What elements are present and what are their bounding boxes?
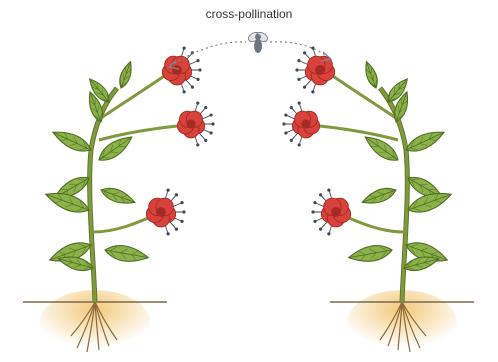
flower xyxy=(282,101,319,146)
leaf xyxy=(362,60,380,89)
branch xyxy=(99,125,187,140)
leaf xyxy=(347,243,393,265)
leaf xyxy=(360,184,398,208)
leaf xyxy=(99,184,137,208)
flower xyxy=(177,101,214,146)
pollination-path xyxy=(270,42,330,58)
leaf xyxy=(117,60,135,89)
leaf xyxy=(403,126,447,156)
flower xyxy=(311,189,350,236)
leaf xyxy=(50,126,94,156)
diagram-title: cross-pollination xyxy=(0,7,498,21)
branch xyxy=(310,125,398,140)
flower xyxy=(295,47,334,94)
right-plant xyxy=(282,47,474,354)
flower xyxy=(146,189,185,236)
leaf xyxy=(104,243,150,265)
flower xyxy=(162,47,201,94)
bee-icon xyxy=(247,31,269,53)
left-plant xyxy=(23,47,215,354)
